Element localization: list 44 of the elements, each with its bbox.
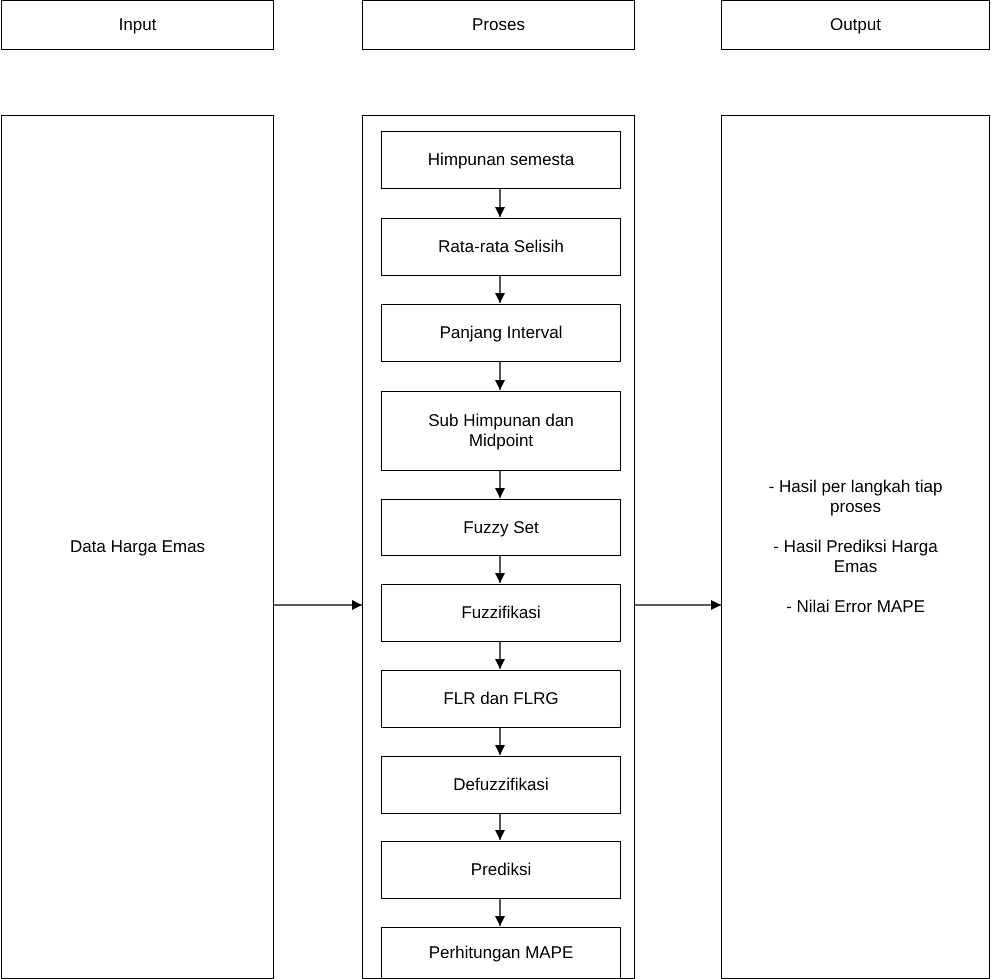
process-box [381, 584, 621, 642]
output-panel [721, 115, 990, 979]
process-box [381, 841, 621, 899]
node-label: FLR dan FLRG [443, 689, 559, 709]
arrow [495, 275, 505, 303]
process-box [381, 756, 621, 814]
process-box [381, 391, 621, 471]
output-item: - Hasil per langkah tiap proses [768, 477, 944, 517]
arrow [495, 188, 505, 217]
arrow [495, 727, 505, 755]
process-box [381, 304, 621, 362]
node-label: Fuzzy Set [463, 518, 539, 538]
arrow [495, 641, 505, 669]
column-header [1, 0, 274, 50]
process-box [381, 131, 621, 189]
arrow [495, 361, 505, 390]
process-box [381, 499, 621, 556]
arrow [495, 898, 505, 926]
node-label: Input [118, 15, 156, 35]
node-label: Data Harga Emas [70, 537, 206, 557]
process-box [381, 670, 621, 728]
process-panel [362, 115, 635, 979]
node-label: Prediksi [470, 860, 532, 880]
node-label: Perhitungan MAPE [428, 943, 574, 963]
arrow [495, 470, 505, 498]
column-header [362, 0, 635, 50]
node-label: Panjang Interval [440, 323, 562, 343]
arrow [495, 555, 505, 583]
node-label: Fuzzifikasi [461, 603, 541, 623]
node-label: Rata-rata Selisih [438, 237, 564, 257]
output-item: - Nilai Error MAPE [785, 597, 926, 617]
arrow [495, 813, 505, 840]
input-panel [1, 115, 274, 979]
arrow [635, 600, 721, 610]
column-header [721, 0, 990, 50]
arrow [274, 600, 362, 610]
output-item: - Hasil Prediksi Harga Emas [772, 537, 939, 577]
node-label: Output [830, 15, 882, 35]
node-label: Proses [472, 15, 525, 35]
process-box [381, 218, 621, 276]
process-box [381, 927, 621, 979]
node-label: Himpunan semesta [428, 150, 574, 170]
node-label: Sub Himpunan dan Midpoint [427, 411, 575, 451]
node-label: Defuzzifikasi [453, 775, 549, 795]
